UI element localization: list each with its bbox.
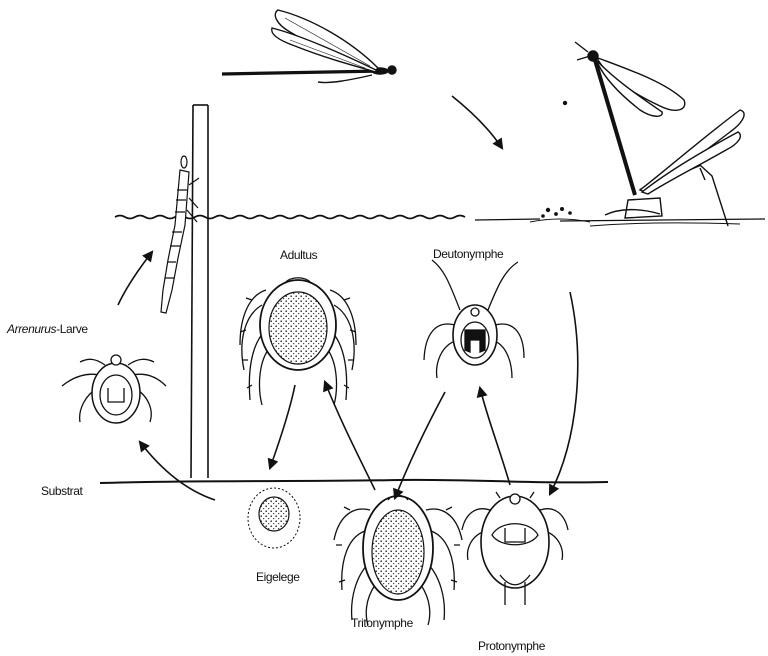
substrate-line (100, 480, 608, 483)
arrow-ovipositing-to-protonymphe (550, 292, 578, 494)
label-protonymphe: Protonymphe (478, 639, 545, 653)
adultus-mite-drawing (240, 278, 356, 405)
arrow-adultus-to-eigelege (270, 385, 295, 468)
cycle-arrows (118, 96, 578, 500)
label-eigelege: Eigelege (256, 570, 300, 584)
label-tritonymphe: Tritonymphe (351, 616, 413, 630)
arrow-tritonymphe-to-adultus (325, 382, 375, 490)
water-surface-left (115, 216, 465, 219)
label-deutonymphe: Deutonymphe (433, 247, 503, 261)
tritonymphe-mite-drawing (334, 496, 462, 626)
ovipositing-damselfly-drawing (542, 42, 744, 226)
arrow-flying-to-ovipositing (452, 96, 502, 148)
label-larve-genus: Arrenurus (7, 322, 56, 336)
label-adultus: Adultus (280, 248, 317, 262)
label-substrat: Substrat (41, 484, 83, 498)
arrow-protonymphe-to-deutonymphe (480, 388, 510, 485)
arrow-deutonymphe-to-tritonymphe (395, 392, 445, 498)
flying-damselfly-drawing (222, 10, 396, 83)
water-surface-right (475, 219, 765, 221)
label-larve-suffix: -Larve (56, 322, 88, 336)
arrow-eigelege-to-larva (140, 442, 215, 500)
deutonymphe-mite-drawing (424, 260, 524, 378)
label-arrenurus-larve: Arrenurus-Larve (7, 322, 88, 336)
arrow-larva-to-stem (118, 252, 152, 305)
protonymphe-mite-drawing (462, 492, 568, 605)
eigelege-drawing (248, 488, 300, 548)
plant-stem (191, 105, 208, 478)
arrenurus-larva-drawing (62, 355, 166, 423)
